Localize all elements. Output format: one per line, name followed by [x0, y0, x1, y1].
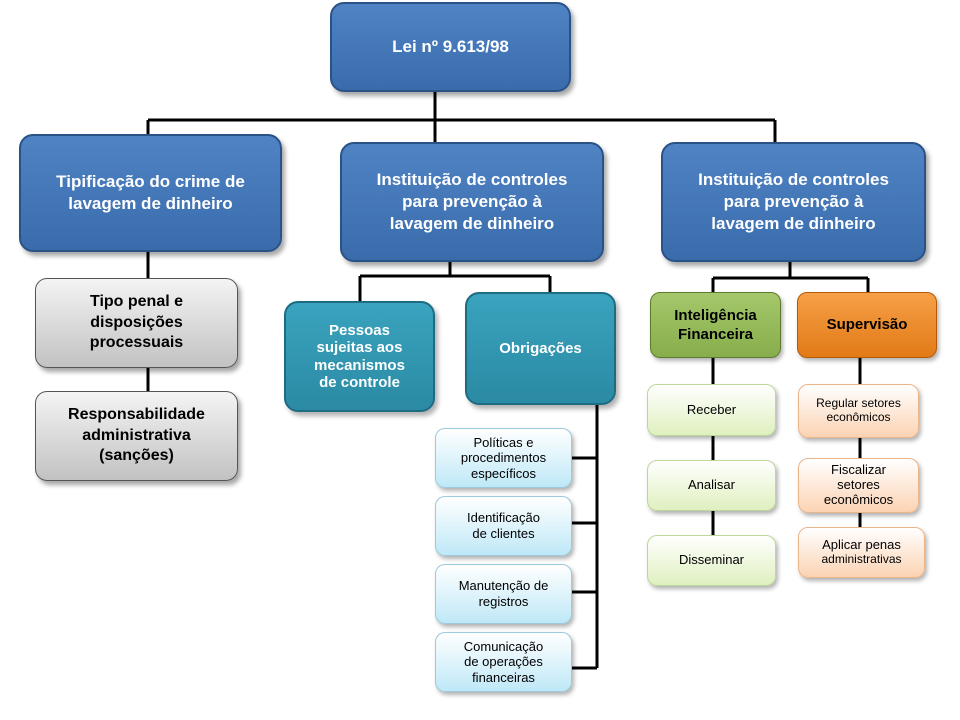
supervisao-item-line3: econômicos [823, 491, 894, 507]
node-pessoas-line2: sujeitas aos [316, 339, 403, 357]
inteligencia-item: Receber [647, 384, 776, 436]
branch-tipificacao: Tipificação do crime de lavagem de dinhe… [19, 134, 282, 252]
supervisao-item-line1: Aplicar penas [822, 537, 901, 553]
branch-prevencao-a-line1: Instituição de controles [376, 169, 568, 189]
node-pessoas-line4: de controle [319, 373, 400, 391]
node-obrigacoes: Obrigações [465, 292, 616, 405]
node-inteligencia-line2: Financeira [677, 326, 754, 343]
node-tipo-penal-line2: disposições [90, 313, 183, 331]
branch-prevencao-b-line2: para prevenção à [723, 191, 864, 211]
obrigacao-item-line1: Comunicação [463, 638, 544, 654]
branch-prevencao-a: Instituição de controles para prevenção … [340, 142, 604, 262]
inteligencia-item-label: Receber [686, 401, 737, 417]
obrigacao-item: Comunicação de operações financeiras [435, 632, 572, 692]
supervisao-item-line2: econômicos [826, 410, 891, 424]
supervisao-item-line2: setores [837, 477, 880, 493]
node-pessoas-line3: mecanismos [314, 356, 405, 374]
inteligencia-item: Disseminar [647, 535, 776, 586]
node-tipo-penal-line3: processuais [89, 334, 184, 352]
supervisao-item: Regular setores econômicos [798, 384, 919, 438]
supervisao-item: Fiscalizar setores econômicos [798, 458, 919, 513]
branch-prevencao-a-line3: lavagem de dinheiro [389, 214, 555, 234]
obrigacao-item-line2: registros [478, 594, 529, 609]
obrigacao-item-line1: Políticas e [473, 434, 534, 450]
obrigacao-item-line2: procedimentos [460, 450, 547, 466]
supervisao-item-line1: Fiscalizar [831, 462, 886, 478]
obrigacao-item: Políticas e procedimentos específicos [435, 428, 572, 488]
branch-tipificacao-line2: lavagem de dinheiro [68, 194, 233, 213]
obrigacao-item-line2: de clientes [472, 526, 535, 541]
node-supervisao: Supervisão [797, 292, 937, 358]
branch-tipificacao-line1: Tipificação do crime de [56, 171, 245, 191]
supervisao-item: Aplicar penas administrativas [798, 527, 925, 578]
node-pessoas-line1: Pessoas [329, 322, 390, 339]
node-supervisao-label: Supervisão [826, 316, 908, 334]
node-inteligencia-financeira: Inteligência Financeira [650, 292, 781, 358]
node-responsabilidade-line3: (sanções) [99, 447, 174, 465]
node-inteligencia-line1: Inteligência [674, 306, 757, 324]
branch-prevencao-b-line1: Instituição de controles [698, 169, 889, 189]
inteligencia-item-label: Disseminar [678, 552, 744, 568]
node-responsabilidade-line2: administrativa [82, 426, 191, 444]
branch-prevencao-a-line2: para prevenção à [402, 191, 542, 211]
node-tipo-penal-line1: Tipo penal e [89, 292, 184, 310]
supervisao-item-line2: administrativas [821, 552, 902, 567]
node-pessoas-sujeitas: Pessoas sujeitas aos mecanismos de contr… [284, 301, 435, 412]
root-label: Lei nº 9.613/98 [392, 36, 509, 56]
node-responsabilidade: Responsabilidade administrativa (sanções… [35, 391, 238, 481]
obrigacao-item-line1: Manutenção de [458, 578, 549, 594]
obrigacao-item-line2: de operações [464, 654, 543, 670]
branch-prevencao-b-line3: lavagem de dinheiro [711, 214, 876, 234]
obrigacao-item-line1: Identificação [467, 510, 540, 526]
node-obrigacoes-label: Obrigações [499, 339, 582, 357]
inteligencia-item: Analisar [647, 460, 776, 511]
inteligencia-item-label: Analisar [688, 477, 735, 493]
node-responsabilidade-line1: Responsabilidade [68, 405, 205, 423]
root-node: Lei nº 9.613/98 [330, 2, 571, 92]
supervisao-item-line1: Regular setores [816, 396, 901, 411]
obrigacao-item: Identificação de clientes [435, 496, 572, 556]
node-tipo-penal: Tipo penal e disposições processuais [35, 278, 238, 368]
obrigacao-item: Manutenção de registros [435, 564, 572, 624]
branch-prevencao-b: Instituição de controles para prevenção … [661, 142, 926, 262]
obrigacao-item-line3: financeiras [472, 669, 535, 685]
obrigacao-item-line3: específicos [470, 465, 537, 481]
